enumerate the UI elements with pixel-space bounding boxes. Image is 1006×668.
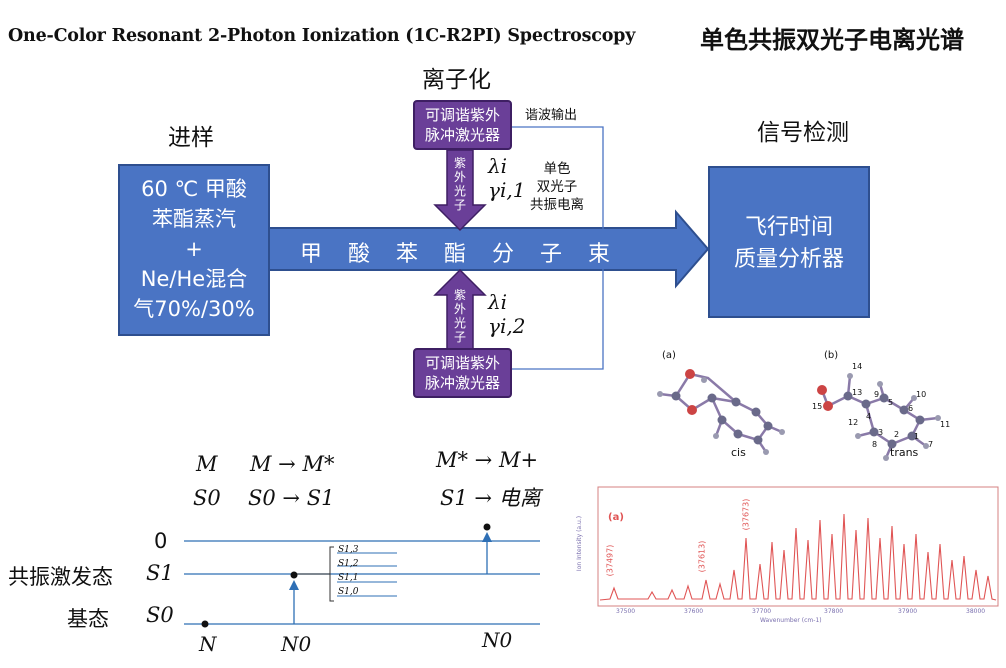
structure-cis — [659, 372, 783, 453]
atom-num-10: 10 — [916, 390, 927, 399]
stage-sample-label: 进样 — [168, 125, 214, 151]
structure-trans-atoms — [817, 373, 941, 461]
spectrum-ylabel: Ion Intensity (a.u.) — [576, 515, 584, 572]
structure-cis-label: cis — [731, 446, 746, 459]
col1-bottom: S0 — [193, 486, 221, 510]
uv-laser-bottom: 可调谐紫外 脉冲激光器 — [413, 348, 512, 398]
level-s0-symbol: S0 — [146, 603, 174, 627]
spectrum-tick-6: 38000 — [966, 608, 986, 615]
spectrum-tick-5: 37900 — [898, 608, 918, 615]
molecular-beam-arrow — [267, 209, 710, 289]
peak-label-3: (37673) — [741, 498, 751, 531]
level-zero-label: 0 — [154, 529, 168, 553]
col3-top: M* → M+ — [436, 448, 539, 472]
tof-analyzer-box: 飞行时间 质量分析器 — [708, 166, 870, 318]
atom-num-7: 7 — [928, 440, 934, 449]
structure-label-a: (a) — [662, 350, 676, 361]
uv-photon-label-bottom: 紫外光子 — [453, 288, 466, 344]
sublevel-labels: S1,3 S1,2 S1,1 S1,0 — [338, 545, 359, 597]
sample-box: 60 ℃ 甲酸 苯酯蒸汽 + Ne/He混合 气70%/30% — [118, 164, 270, 336]
photon-1-symbols: λi γi,1 — [488, 154, 526, 202]
atom-num-12: 12 — [848, 418, 859, 427]
sample-line-3: + — [185, 237, 203, 261]
tof-line-1: 飞行时间 — [744, 215, 833, 240]
structure-trans-label: trans — [890, 446, 919, 459]
atom-num-3: 3 — [878, 428, 884, 437]
spectrum-tick-2: 37600 — [684, 608, 704, 615]
harmonic-output-label: 谐波输出 — [525, 108, 578, 123]
peak-label-1: (37497) — [605, 544, 615, 577]
population-N0-a: N0 — [281, 632, 312, 656]
level-s0-name: 基态 — [67, 607, 109, 631]
stage-ionization-label: 离子化 — [422, 67, 491, 93]
laser-top-line-2: 脉冲激光器 — [424, 126, 500, 144]
sample-line-5: 气70%/30% — [133, 297, 255, 321]
harmonic-output-line — [512, 126, 604, 370]
atom-num-5: 5 — [888, 398, 894, 407]
spectrum-tick-4: 37800 — [824, 608, 844, 615]
population-N0-b: N0 — [482, 628, 513, 652]
laser-bottom-line-2: 脉冲激光器 — [424, 374, 500, 392]
col2-bottom: S0 → S1 — [248, 486, 335, 510]
atom-num-4: 4 — [866, 412, 872, 421]
stage-detection-label: 信号检测 — [757, 120, 849, 146]
level-s1-name: 共振激发态 — [8, 565, 113, 589]
atom-num-11: 11 — [940, 420, 951, 429]
col3-bottom: S1 → 电离 — [440, 486, 541, 510]
spectrum-panel-label: (a) — [608, 512, 624, 523]
english-title: One-Color Resonant 2-Photon Ionization (… — [8, 26, 636, 46]
chinese-title: 单色共振双光子电离光谱 — [700, 26, 964, 54]
col1-top: M — [196, 452, 218, 476]
structure-cis-atoms — [657, 369, 785, 455]
uv-laser-top: 可调谐紫外 脉冲激光器 — [413, 100, 512, 150]
sample-line-1: 60 ℃ 甲酸 — [141, 177, 247, 201]
population-N: N — [199, 632, 217, 656]
spectrum-xlabel: Wavenumber (cm-1) — [760, 617, 822, 624]
uv-photon-label-top: 紫外光子 — [453, 156, 466, 212]
spectrum-tick-1: 37500 — [616, 608, 636, 615]
molecular-beam-label: 甲酸苯酯分子束 — [300, 242, 637, 267]
laser-top-line-1: 可调谐紫外 — [424, 106, 500, 124]
spectrum-trace — [599, 513, 997, 601]
spectrum-tick-3: 37700 — [752, 608, 772, 615]
laser-bottom-line-1: 可调谐紫外 — [424, 354, 500, 372]
structure-label-b: (b) — [824, 350, 839, 361]
atom-num-6: 6 — [908, 404, 914, 413]
process-note: 单色 双光子 共振电离 — [530, 161, 584, 213]
atom-num-13: 13 — [852, 388, 863, 397]
atom-num-8: 8 — [872, 440, 878, 449]
energy-level-diagram — [184, 523, 540, 628]
atom-num-14: 14 — [852, 362, 863, 371]
sample-line-4: Ne/He混合 — [140, 267, 248, 291]
atom-num-15: 15 — [812, 402, 823, 411]
col2-top: M → M* — [250, 452, 335, 476]
uv-photon-arrow-down — [433, 149, 487, 232]
level-s1-symbol: S1 — [146, 561, 174, 585]
sample-line-2: 苯酯蒸汽 — [152, 207, 236, 231]
peak-label-2: (37613) — [697, 540, 707, 573]
tof-line-2: 质量分析器 — [733, 247, 844, 272]
atom-num-1: 1 — [914, 432, 920, 441]
atom-num-2: 2 — [894, 430, 900, 439]
photon-2-symbols: λi γi,2 — [488, 290, 526, 338]
spectrum-frame — [597, 486, 999, 607]
atom-num-9: 9 — [874, 390, 880, 399]
